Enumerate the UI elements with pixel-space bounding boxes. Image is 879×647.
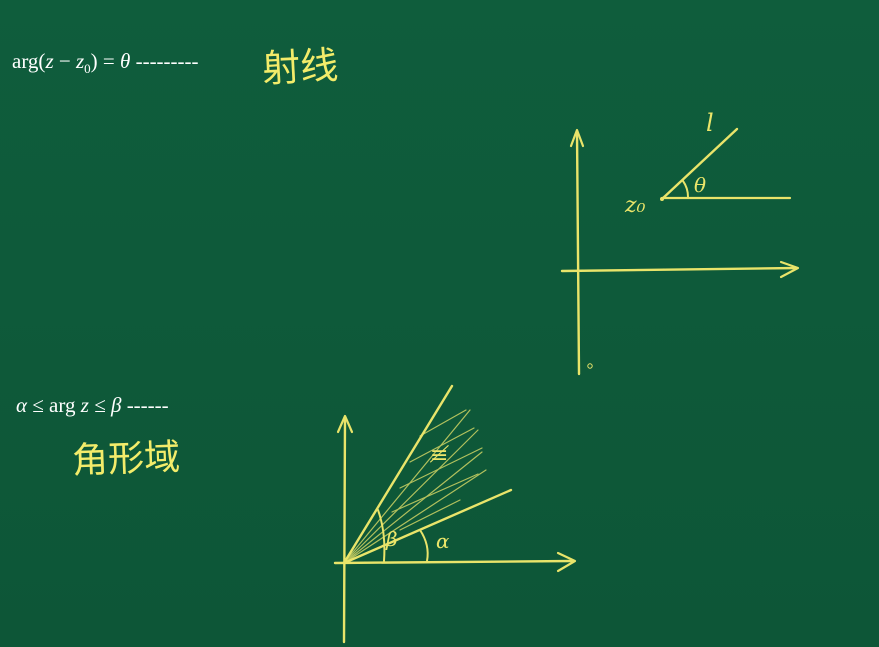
sector-diagram: β α ≢: [333, 384, 577, 644]
ray-angle-arc: [682, 180, 689, 198]
ray-angle-label: θ: [694, 173, 706, 197]
ray-formula-minus: −: [53, 49, 76, 73]
ray-formula-func: arg(: [12, 49, 46, 73]
sector-formula: α ≤ arg z ≤ β ------: [16, 393, 169, 418]
ray-formula-var: z: [45, 49, 54, 73]
sector-formula-le1: ≤ arg: [27, 393, 81, 417]
sector-formula-le2: ≤: [88, 393, 111, 417]
ray-x-axis: [560, 266, 799, 273]
ray-diagram: z₀ l θ: [560, 109, 800, 376]
ray-formula-z0-sub: 0: [84, 61, 91, 77]
sector-shading-mark: ≢: [429, 443, 449, 468]
sector-alpha-arc: [419, 529, 429, 562]
ray-formula-theta: θ: [120, 49, 131, 73]
sector-x-axis: [333, 559, 575, 565]
sector-beta-arc: [377, 509, 386, 562]
sector-beta-label: β: [385, 527, 398, 551]
ray-line: [660, 127, 739, 201]
sector-formula-alpha: α: [16, 393, 28, 417]
sector-alpha-boundary: [342, 488, 513, 565]
sector-beta-boundary: [342, 384, 454, 565]
ray-endpoint-label: z₀: [624, 193, 646, 218]
sector-x-arrow-icon: [556, 551, 577, 573]
ray-y-arrow-icon: [569, 128, 585, 148]
ray-formula-rhs: ) =: [90, 49, 120, 73]
ray-formula: arg(z − z0) = θ ---------: [12, 49, 199, 77]
ray-formula-dashes: ---------: [130, 49, 199, 73]
chalk-dot: [587, 363, 593, 369]
sector-y-axis: [342, 416, 347, 644]
sector-formula-z: z: [80, 393, 89, 417]
ray-y-axis: [575, 130, 581, 376]
ray-endpoint-dot: [660, 197, 664, 201]
sector-formula-dashes: ------: [121, 393, 169, 417]
sector-shading: [343, 409, 487, 564]
ray-formula-z0: z: [75, 49, 85, 73]
ray-x-arrow-icon: [779, 260, 800, 279]
ray-name-label: l: [706, 109, 714, 137]
sector-y-arrow-icon: [336, 414, 354, 434]
sector-formula-beta: β: [110, 393, 122, 417]
sector-alpha-label: α: [436, 529, 450, 553]
